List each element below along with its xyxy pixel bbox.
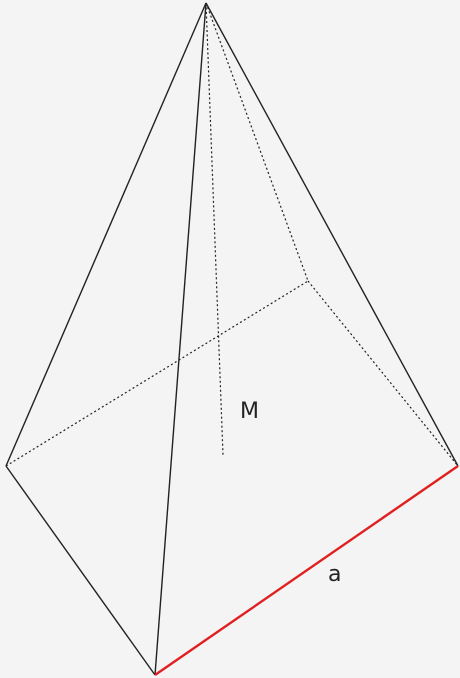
hidden-base-edge-right — [307, 280, 459, 467]
base-edge-front-left — [5, 465, 156, 676]
lateral-edge-left — [5, 2, 207, 467]
pyramid-height — [205, 2, 224, 456]
hidden-base-edge-left — [5, 280, 309, 467]
lateral-edge-front — [154, 2, 207, 676]
label-center-point: M — [240, 399, 259, 424]
label-edge-length: a — [328, 562, 341, 587]
base-edge-highlighted — [154, 465, 459, 676]
lateral-edge-right — [205, 2, 459, 467]
hidden-lateral-edge-back — [205, 2, 309, 282]
